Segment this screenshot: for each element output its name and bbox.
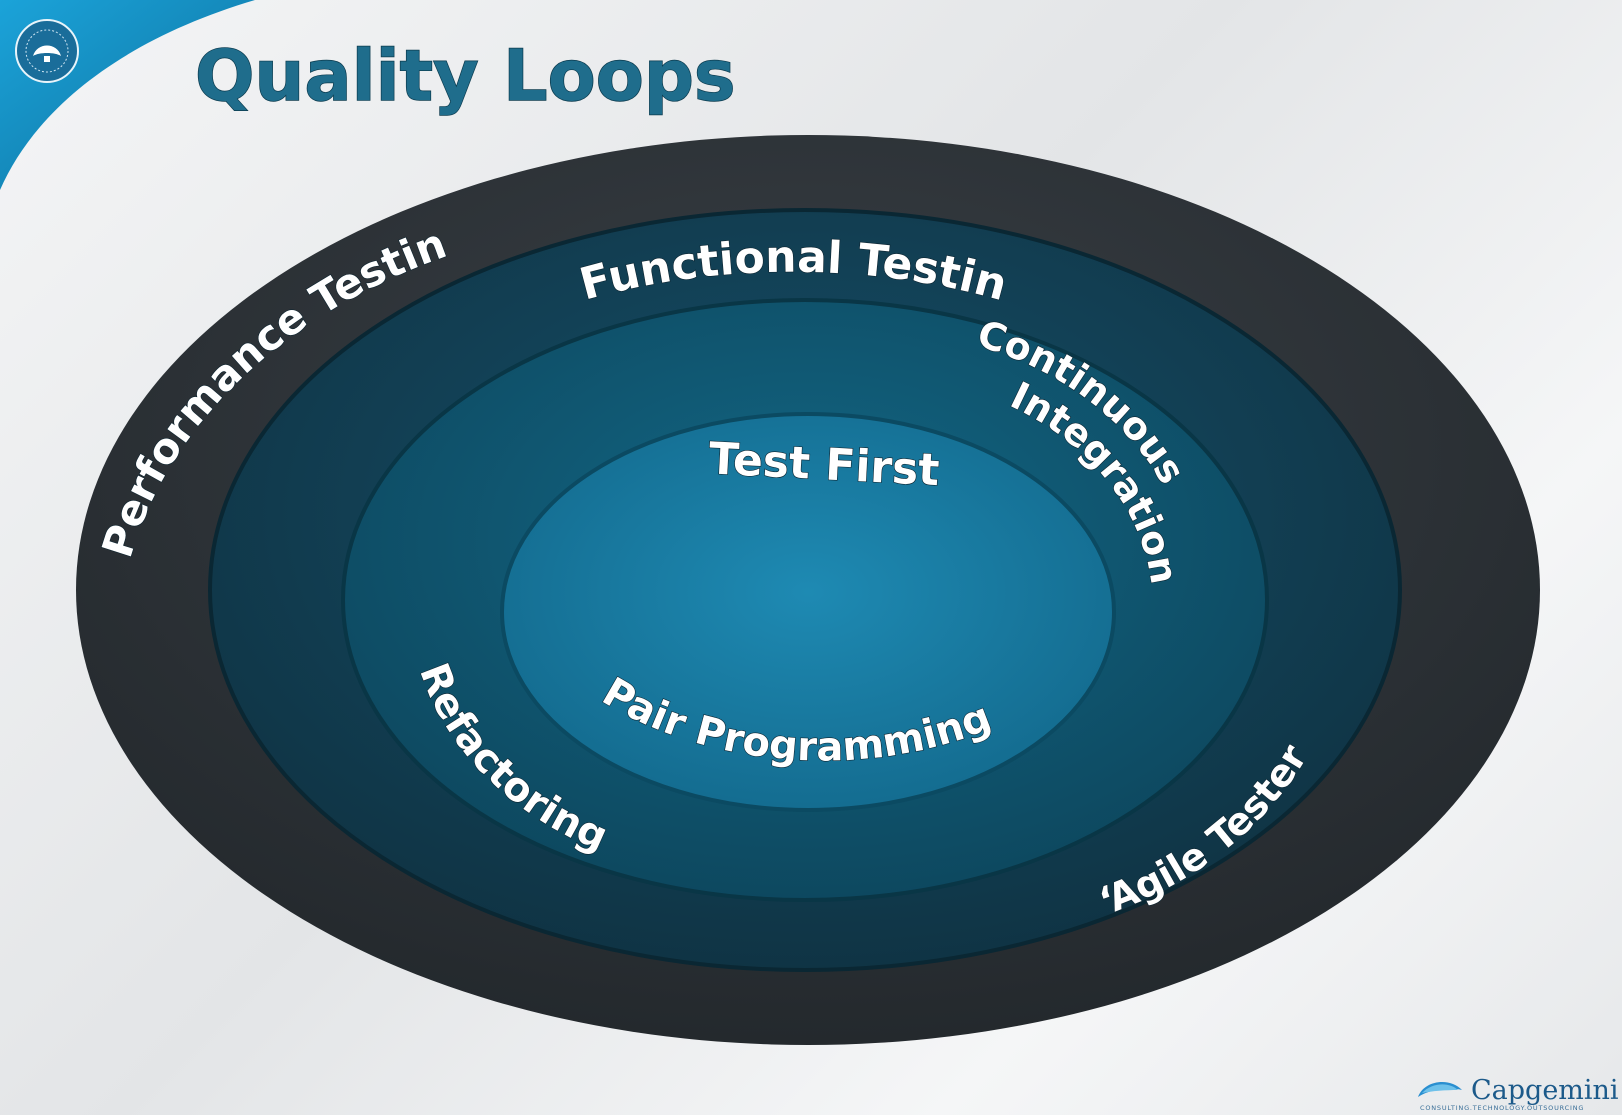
core-loop: [500, 412, 1116, 812]
capgemini-spade-icon: [1418, 1081, 1462, 1097]
capgemini-logo: Capgemini CONSULTING.TECHNOLOGY.OUTSOURC…: [1418, 1075, 1619, 1112]
label-test-first: Test First: [708, 433, 941, 496]
brand-tagline: CONSULTING.TECHNOLOGY.OUTSOURCING: [1420, 1104, 1584, 1112]
collaborative-seal-icon: [15, 19, 79, 83]
brand-name: Capgemini: [1471, 1075, 1619, 1106]
page-title: Quality Loops: [195, 35, 736, 117]
